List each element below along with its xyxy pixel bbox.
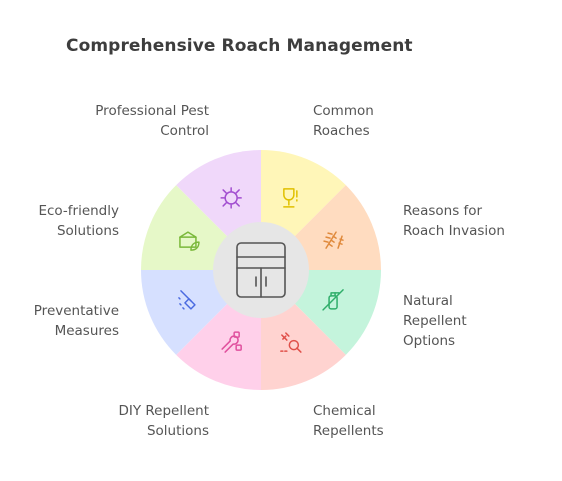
label-line: Chemical (313, 403, 376, 419)
pest-brush-icon (220, 187, 242, 209)
label-line: Natural (403, 293, 453, 309)
label-diy-repellent-solutions: DIY Repellent Solutions (118, 401, 209, 441)
label-professional-pest-control: Professional Pest Control (95, 101, 209, 141)
label-line: Measures (54, 323, 119, 339)
eco-box-icon (179, 231, 200, 251)
no-spray-icon (322, 289, 344, 311)
label-line: DIY Repellent (118, 403, 209, 419)
label-preventative-measures: Preventative Measures (34, 301, 119, 341)
label-line: Solutions (56, 223, 119, 239)
cabinet-icon (236, 242, 286, 298)
label-line: Professional Pest (95, 103, 209, 119)
label-line: Eco-friendly (38, 203, 119, 219)
label-eco-friendly-solutions: Eco-friendly Solutions (38, 201, 119, 241)
diagram-title: Comprehensive Roach Management (66, 36, 413, 56)
label-line: Repellent (403, 313, 467, 329)
label-reasons-for-roach-invasion: Reasons for Roach Invasion (403, 201, 505, 241)
label-line: Common (313, 103, 374, 119)
label-line: Preventative (33, 303, 119, 319)
label-line: Roaches (313, 123, 370, 139)
label-line: Solutions (146, 423, 209, 439)
label-line: Repellents (313, 423, 384, 439)
label-line: Control (160, 123, 209, 139)
roach-trophy-icon (283, 188, 298, 208)
label-chemical-repellents: Chemical Repellents (313, 401, 384, 441)
label-line: Reasons for (403, 203, 483, 219)
label-line: Options (403, 333, 456, 349)
wrench-screws-icon (221, 331, 242, 353)
wheat-icon (323, 231, 344, 249)
broom-icon (178, 290, 196, 310)
label-natural-repellent-options: Natural Repellent Options (403, 291, 467, 351)
label-common-roaches: Common Roaches (313, 101, 374, 141)
magnifier-bug-icon (280, 332, 302, 353)
label-line: Roach Invasion (403, 223, 505, 239)
